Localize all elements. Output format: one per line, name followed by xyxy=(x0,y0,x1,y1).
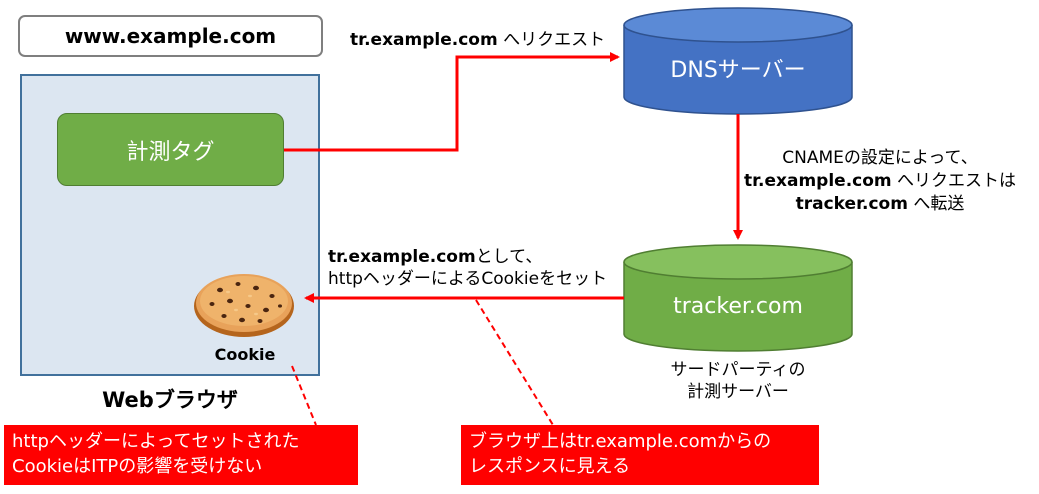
cname-line3: tracker.com へ転送 xyxy=(740,193,1020,216)
set-cookie-line2: httpヘッダーによるCookieをセット xyxy=(328,269,608,289)
url-text: www.example.com xyxy=(64,24,277,48)
set-cookie-line1: tr.example.comとして、 xyxy=(328,246,607,268)
cname-line2-text: へリクエストは xyxy=(891,171,1017,191)
dns-server-label: DNSサーバー xyxy=(670,58,806,83)
tracker-caption-line2: 計測サーバー xyxy=(687,382,789,402)
left-note-connector xyxy=(291,365,317,426)
tracker-server-cylinder xyxy=(623,244,853,352)
set-cookie-line1-domain: tr.example.com xyxy=(328,247,476,267)
right-note-connector xyxy=(475,299,554,426)
url-bar: www.example.com xyxy=(18,15,323,57)
response-note-right-line1: ブラウザ上はtr.example.comからの xyxy=(469,431,772,452)
cname-line2: tr.example.com へリクエストは xyxy=(740,170,1020,193)
measurement-tag-box: 計測タグ xyxy=(57,113,284,186)
cname-line3-text: へ転送 xyxy=(907,194,965,214)
request-arrow xyxy=(284,52,620,152)
request-label: tr.example.com へリクエスト xyxy=(350,30,605,51)
dns-server-cylinder xyxy=(623,7,853,115)
itp-note-left: httpヘッダーによってセットされた CookieはITPの影響を受けない xyxy=(4,425,358,485)
tracker-caption-line1: サードパーティの xyxy=(670,360,806,380)
web-browser-label: Webブラウザ xyxy=(102,388,238,412)
cookie-icon xyxy=(194,274,294,337)
request-label-text: へリクエスト xyxy=(497,30,606,50)
itp-note-left-line1: httpヘッダーによってセットされた xyxy=(12,431,300,452)
tracker-caption: サードパーティの 計測サーバー xyxy=(628,359,848,403)
response-note-right-line2: レスポンスに見える xyxy=(469,456,631,477)
itp-note-left-line2: CookieはITPの影響を受けない xyxy=(12,456,263,477)
cookie-label: Cookie xyxy=(214,345,276,364)
set-cookie-label: tr.example.comとして、 httpヘッダーによるCookieをセット xyxy=(328,246,607,290)
set-cookie-line1-text: として、 xyxy=(475,247,543,267)
cname-line2-domain: tr.example.com xyxy=(743,171,892,191)
response-note-right: ブラウザ上はtr.example.comからの レスポンスに見える xyxy=(461,425,819,485)
request-label-domain: tr.example.com xyxy=(350,30,498,50)
cname-line3-domain: tracker.com xyxy=(795,194,908,214)
tracker-server-label: tracker.com xyxy=(673,294,803,319)
cname-line1: CNAMEの設定によって、 xyxy=(782,148,978,168)
measurement-tag-label: 計測タグ xyxy=(126,139,215,165)
cname-label: CNAMEの設定によって、 tr.example.com へリクエストは tra… xyxy=(740,147,1020,216)
